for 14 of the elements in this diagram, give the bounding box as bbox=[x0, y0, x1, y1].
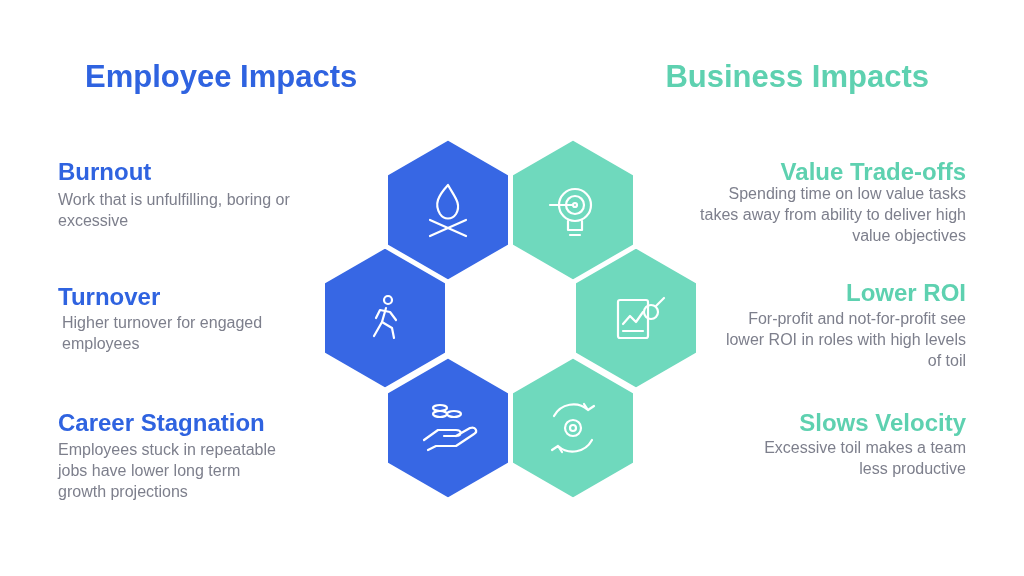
impact-description: Excessive toil makes a team less productive bbox=[763, 438, 966, 479]
impact-heading: Turnover bbox=[58, 282, 161, 312]
impact-description: Higher turnover for engaged employees bbox=[62, 313, 264, 354]
impact-description: For-profit and not-for-profit see lower ROI in roles with high levels of toil bbox=[724, 309, 966, 371]
impact-description: Work that is unfulfilling, boring or excessive bbox=[58, 190, 291, 231]
impact-heading: Slows Velocity bbox=[799, 408, 966, 438]
impact-description: Spending time on low value tasks takes away from ability to deliver high value objectives bbox=[699, 184, 966, 246]
impact-heading: Burnout bbox=[58, 157, 152, 187]
impact-heading: Value Trade-offs bbox=[780, 157, 966, 187]
impact-description: Employees stuck in repeatable jobs have lower long term growth projections bbox=[58, 440, 277, 502]
section-heading: Business Impacts bbox=[665, 58, 929, 96]
section-heading: Employee Impacts bbox=[85, 58, 358, 96]
impact-heading: Lower ROI bbox=[846, 278, 966, 308]
impact-heading: Career Stagnation bbox=[58, 408, 265, 438]
